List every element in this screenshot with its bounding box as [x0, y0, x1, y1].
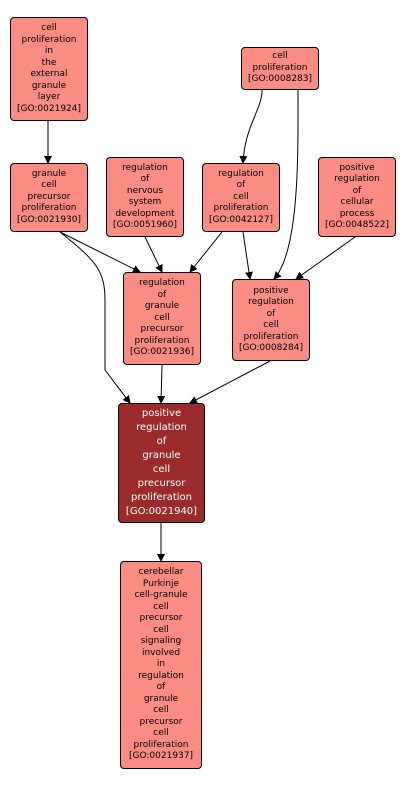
node-label-line: proliferation	[243, 331, 299, 342]
edge-8284-to-21940	[189, 360, 271, 404]
node-label-line: [GO:0021936]	[129, 347, 195, 358]
node-label-line: [GO:0042127]	[208, 214, 274, 225]
edge-51960-to-21936	[144, 236, 163, 273]
node-label-line: proliferation	[134, 335, 190, 346]
node-label-line: positive	[253, 285, 289, 296]
node-label-line: [GO:0008284]	[238, 343, 304, 353]
node-label-line: [GO:0051960]	[112, 220, 178, 230]
node-label-line: cell	[154, 312, 170, 323]
node-label-line: cell	[272, 51, 288, 62]
node-label-line: proliferation	[21, 34, 77, 45]
node-label-line: the	[41, 57, 57, 68]
node-label-line: granule	[143, 693, 179, 704]
node-label-line: granule	[144, 301, 180, 312]
node-label-line: of	[157, 289, 167, 300]
node-label-line: proliferation	[252, 62, 308, 73]
node-label-line: granule	[31, 80, 67, 91]
node-label-line: of	[266, 308, 276, 319]
node-label-line: proliferation	[131, 492, 192, 503]
node-label-line: regulation	[248, 297, 294, 307]
node-label-line: regulation	[139, 278, 185, 289]
node-label-line: cerebellar	[138, 567, 184, 578]
node-label-line: regulation	[218, 168, 264, 179]
node-label-line: cell	[41, 180, 57, 191]
node-label-line: external	[30, 69, 68, 79]
node-label-line: of	[156, 436, 167, 447]
node-label-line: cell	[153, 601, 169, 612]
node-label-line: granule	[142, 450, 181, 461]
node-label-line: [GO:0021937]	[128, 751, 194, 762]
node-label-line: proliferation	[133, 739, 189, 750]
node-label-line: regulation	[136, 422, 187, 433]
node-label-line: proliferation	[21, 203, 77, 214]
node-label-line: process	[339, 208, 375, 219]
node-label-line: precursor	[139, 613, 183, 624]
node-label-line: cell	[153, 705, 169, 716]
node-label-line: of	[352, 185, 362, 196]
node-label-line: [GO:0021924]	[16, 103, 82, 114]
node-label-line: regulation	[122, 162, 168, 173]
node-label-line: precursor	[140, 324, 184, 335]
node-label-line: cell-granule	[134, 590, 188, 601]
node-label-line: Purkinje	[142, 578, 180, 589]
node-label-line: cell	[41, 23, 57, 33]
node-label-line: cellular	[340, 197, 374, 207]
node-label-line: signaling	[140, 636, 182, 647]
node-label-line: development	[115, 208, 175, 219]
edge-42127-to-21936	[189, 231, 223, 273]
node-label-line: cell	[263, 320, 279, 330]
node-label-line: [GO:0048522]	[324, 220, 390, 230]
node-label-line: granule	[31, 168, 67, 179]
node-label-line: precursor	[137, 478, 186, 489]
node-label-line: positive	[339, 162, 375, 173]
node-label-line: of	[140, 174, 150, 184]
edge-42127-to-8284	[242, 231, 253, 280]
node-label-line: of	[236, 180, 246, 191]
edge-8283-to-8284	[273, 89, 299, 280]
node-label-line: in	[156, 659, 166, 670]
node-label-line: cell	[152, 464, 171, 475]
node-label-line: cell	[233, 191, 249, 202]
node-label-line: cell	[153, 728, 169, 739]
node-label-line: [GO:0021930]	[16, 214, 82, 225]
edge-21930-to-21936	[59, 231, 141, 273]
edge-48522-to-8284	[295, 236, 356, 280]
node-label-line: regulation	[334, 174, 380, 184]
node-label-line: involved	[141, 647, 181, 658]
node-label-line: precursor	[139, 716, 183, 727]
node-label-line: precursor	[27, 191, 71, 202]
node-label-line: proliferation	[213, 203, 269, 214]
node-label-line: layer	[37, 92, 61, 102]
node-label-line: positive	[141, 408, 182, 419]
node-label-line: nervous	[126, 185, 164, 196]
node-label-line: regulation	[138, 670, 184, 681]
node-label-line: [GO:0008283]	[247, 74, 313, 85]
node-label-line: of	[156, 682, 166, 693]
node-label-line: system	[128, 197, 162, 207]
edge-21936-to-21940	[157, 364, 166, 404]
edge-21930-to-21940	[59, 231, 131, 404]
node-label-line: [GO:0021940]	[125, 506, 198, 517]
node-go-0021940-focus[interactable]: positive regulation of granule cell precursor…	[118, 403, 205, 523]
node-label-line: in	[44, 46, 54, 56]
edge-8283-to-42127	[239, 89, 263, 164]
node-label-line: cell	[153, 624, 169, 635]
